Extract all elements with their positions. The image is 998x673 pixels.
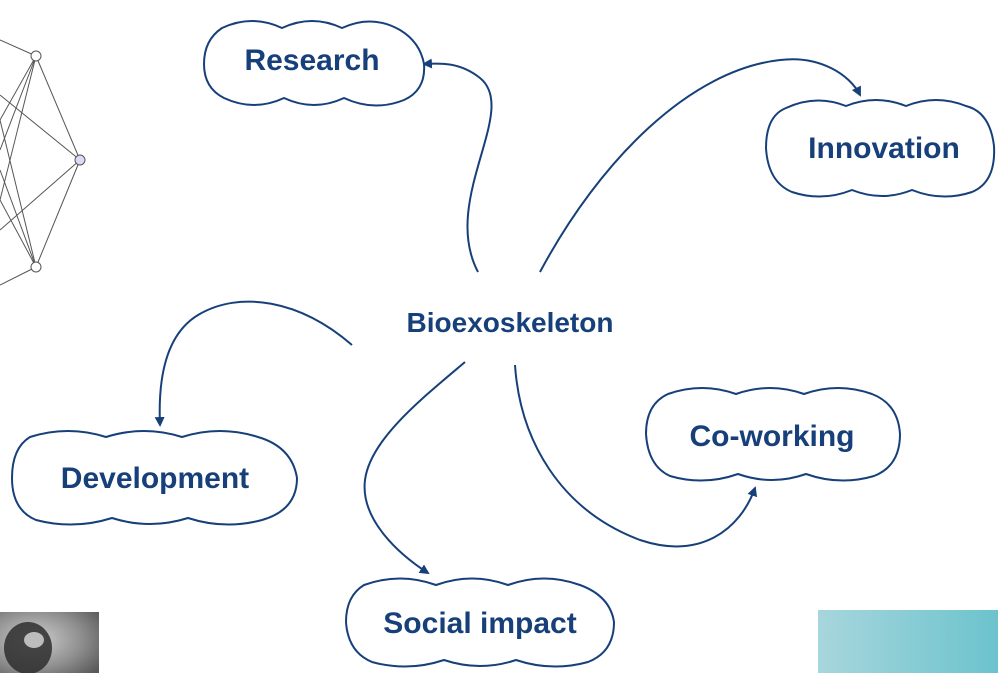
- cloud-shape: [764, 99, 996, 198]
- grayscale-photo: [0, 612, 99, 673]
- arrow-to-research: [422, 58, 493, 273]
- network-graph-icon: [0, 39, 86, 286]
- cloud-shape: [344, 577, 616, 668]
- cloud-shape: [202, 20, 426, 107]
- arrow-to-innovation: [539, 58, 861, 273]
- node-label-development: Development: [61, 462, 249, 495]
- cloud-innovation: Innovation: [764, 99, 996, 198]
- arrow-to-development: [154, 300, 353, 427]
- network-node: [30, 50, 42, 62]
- cloud-development: Development: [10, 430, 299, 526]
- node-label-research: Research: [244, 44, 379, 77]
- arrow-to-social-impact: [363, 361, 466, 575]
- node-label-innovation: Innovation: [808, 132, 960, 165]
- cloud-coworking: Co-working: [644, 387, 902, 482]
- center-label-bioexoskeleton: Bioexoskeleton: [407, 307, 614, 338]
- arrow-to-coworking: [514, 364, 758, 548]
- cloud-social-impact: Social impact: [344, 577, 616, 668]
- network-node: [74, 154, 86, 166]
- cloud-shape: [644, 387, 902, 482]
- node-label-social-impact: Social impact: [383, 607, 576, 640]
- teal-gradient-block: [818, 610, 998, 673]
- network-node: [30, 261, 42, 273]
- node-label-coworking: Co-working: [690, 420, 855, 453]
- cloud-shape: [10, 430, 299, 526]
- cloud-research: Research: [202, 20, 426, 107]
